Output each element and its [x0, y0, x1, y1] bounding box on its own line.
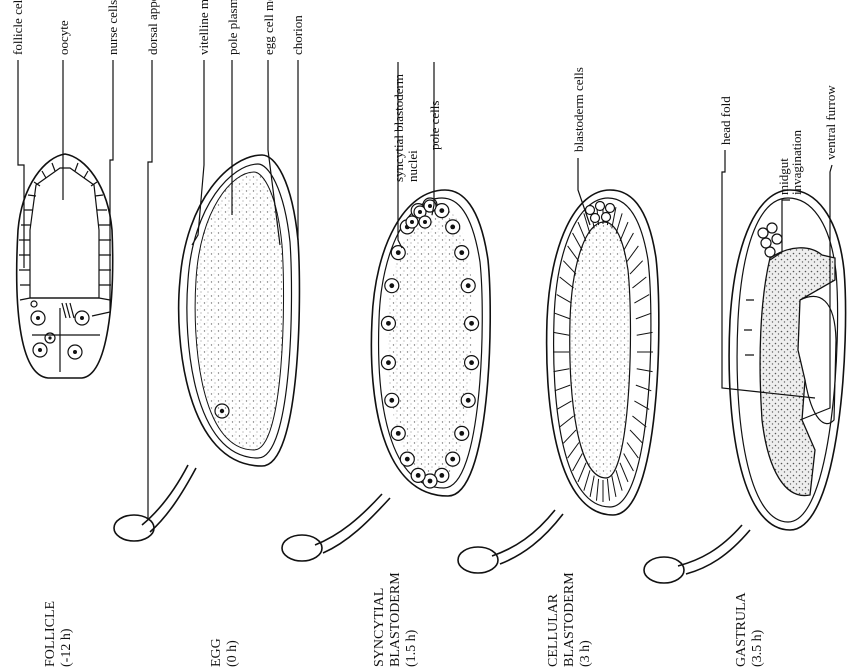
pole-cell-core — [428, 204, 432, 208]
blastoderm-cell-wall — [607, 479, 609, 501]
blastoderm-cell-wall — [563, 430, 576, 443]
syncytial-nucleus-core — [439, 473, 444, 478]
syncytial-nucleus-core — [450, 457, 455, 462]
nurse-cells-label: nurse cells — [105, 0, 120, 55]
follicle-drawing — [17, 154, 113, 378]
egg-cell-membrane-label: egg cell membrane — [261, 0, 276, 55]
syncytial-nucleus-core — [386, 360, 391, 365]
blastoderm-cell-wall — [636, 313, 651, 319]
pole-cell-core — [410, 220, 414, 224]
stage-follicle-time: (-12 h) — [59, 628, 74, 667]
syncytial-nucleus-core — [466, 398, 471, 403]
blastoderm-cell-wall — [573, 454, 583, 471]
blastoderm-cell-wall — [584, 470, 590, 490]
blastoderm-cell-wall — [616, 213, 622, 233]
blastoderm-cell-wall — [568, 443, 579, 459]
blastoderm-cell-wall — [568, 246, 579, 262]
syncytial-blastoderm-nuclei-label-2: nuclei — [405, 150, 420, 182]
syncytial-nucleus-core — [416, 473, 421, 478]
syncytial-nucleus-core — [405, 457, 410, 462]
pole-cell — [586, 206, 595, 215]
pole-cell-core — [423, 220, 427, 224]
blastoderm-cell-wall — [578, 222, 586, 241]
stage-gastrula-time: (3.5 h) — [750, 629, 765, 667]
stage-cellular-name-1: CELLULAR — [546, 593, 561, 667]
syncytial-nucleus-core — [459, 431, 464, 436]
chorion-label: chorion — [290, 15, 305, 55]
blastoderm-cell-wall — [612, 476, 616, 497]
vitelline-membrane-label: vitelline membrane — [196, 0, 211, 55]
blastoderm-cell-wall — [627, 443, 638, 459]
blastoderm-cell-wall — [557, 295, 572, 303]
pole-cell — [591, 214, 600, 223]
blastoderm-cell-wall — [632, 416, 646, 427]
egg-drawing — [114, 155, 299, 541]
stage-syncytial-name-2: BLASTODERM — [388, 572, 403, 667]
blastoderm-cell-wall — [637, 332, 653, 335]
follicle-cells-label: follicle cells — [10, 0, 25, 55]
oocyte-label: oocyte — [56, 20, 71, 55]
blastoderm-cell-wall — [627, 246, 638, 262]
syncytial-nucleus-core — [450, 225, 455, 230]
syncytial-nucleus-core — [396, 250, 401, 255]
syncytial-blastoderm-drawing — [282, 190, 490, 561]
blastoderm-cell-wall — [590, 476, 594, 497]
blastoderm-cell-wall — [596, 479, 598, 501]
syncytial-nucleus-core — [469, 321, 474, 326]
stage-egg-name: EGG — [209, 638, 224, 667]
stage-follicle-name: FOLLICLE — [43, 601, 58, 667]
blastoderm-cell-wall — [620, 222, 628, 241]
syncytial-nucleus-core — [386, 321, 391, 326]
dorsal-appendage-label: dorsal appendage — [145, 0, 160, 55]
stage-syncytial-time: (1.5 h) — [404, 629, 419, 667]
midgut-invagination-label-2: invagination — [789, 130, 804, 195]
syncytial-nucleus-core — [439, 208, 444, 213]
blastoderm-cell-wall — [555, 385, 570, 391]
pole-cell — [596, 202, 605, 211]
syncytial-nucleus-core — [466, 283, 471, 288]
stage-egg-time: (0 h) — [225, 640, 240, 667]
stage-syncytial-name-1: SYNCYTIAL — [372, 588, 387, 667]
blastoderm-cell-wall — [555, 313, 570, 319]
stage-cellular-name-2: BLASTODERM — [562, 572, 577, 667]
blastoderm-cells-label: blastoderm cells — [571, 67, 586, 152]
blastoderm-cell-wall — [557, 401, 572, 409]
pole-plasm-label: pole plasm — [225, 0, 240, 55]
pole-cell — [602, 213, 611, 222]
blastoderm-cell-wall — [634, 295, 649, 303]
blastoderm-cell-wall — [624, 454, 634, 471]
blastoderm-cell-wall — [620, 463, 628, 482]
blastoderm-cell-wall — [560, 277, 574, 288]
syncytial-nucleus-core — [389, 398, 394, 403]
blastoderm-cell-wall — [630, 261, 643, 274]
blastoderm-cell-wall — [630, 430, 643, 443]
syncytial-nucleus-core — [428, 479, 433, 484]
pole-cells-label: pole cells — [427, 101, 442, 150]
blastoderm-cell-wall — [553, 332, 569, 335]
pole-cell-core — [418, 210, 422, 214]
stage-gastrula-name: GASTRULA — [734, 591, 749, 667]
blastoderm-cell-wall — [553, 369, 569, 372]
blastoderm-cell-wall — [578, 463, 586, 482]
blastoderm-cell-wall — [563, 261, 576, 274]
syncytial-nucleus-core — [469, 360, 474, 365]
syncytial-nucleus-core — [389, 283, 394, 288]
blastoderm-cell-wall — [624, 233, 634, 250]
head-fold-label: head fold — [718, 96, 733, 145]
pole-cell — [606, 204, 615, 213]
syncytial-nucleus-core — [459, 250, 464, 255]
gastrula-drawing — [644, 190, 846, 583]
syncytial-nucleus-core — [396, 431, 401, 436]
blastoderm-cell-wall — [560, 416, 574, 427]
syncytial-blastoderm-nuclei-label-1: syncytial blastoderm — [391, 74, 406, 182]
blastoderm-cell-wall — [616, 470, 622, 490]
stage-cellular-time: (3 h) — [578, 640, 593, 667]
blastoderm-cell-wall — [573, 233, 583, 250]
ventral-furrow-label: ventral furrow — [823, 85, 838, 160]
blastoderm-cell-wall — [632, 277, 646, 288]
